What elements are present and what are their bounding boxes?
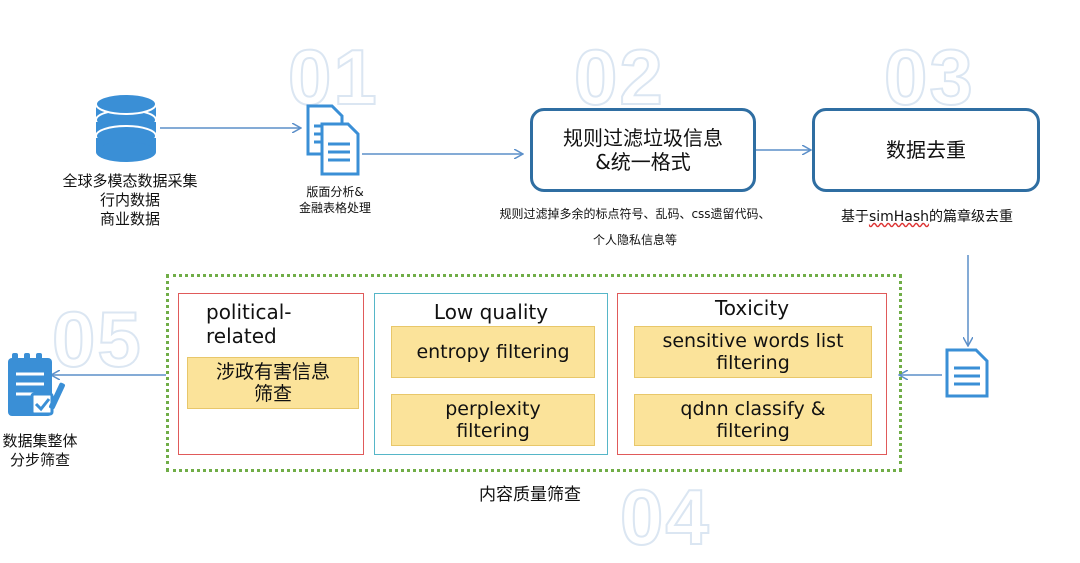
qdnn-classify-item: qdnn classify & filtering [634, 394, 872, 446]
source-line3: 商业数据 [99, 210, 160, 228]
political-item-line1: 涉政有害信息 [215, 361, 330, 383]
source-label: 全球多模态数据采集 行内数据 商业数据 [40, 172, 220, 229]
documents-icon [306, 104, 360, 176]
low-quality-panel: Low quality entropy filtering perplexity… [374, 293, 608, 455]
final-label: 数据集整体 分步筛查 [0, 432, 80, 470]
step-number-01: 01 [287, 33, 379, 121]
perplexity-line2: filtering [456, 420, 530, 442]
dedup-desc-suffix: 的篇章级去重 [929, 209, 1014, 225]
rule-filter-desc-line1: 规则过滤掉多余的标点符号、乱码、css遗留代码、 [499, 207, 771, 221]
qdnn-line2: filtering [716, 420, 790, 442]
layout-step-line2: 金融表格处理 [298, 201, 371, 215]
step-number-05: 05 [51, 295, 143, 383]
dedup-desc-term: simHash [868, 209, 930, 225]
sensitive-words-item: sensitive words list filtering [634, 326, 872, 378]
political-title-line1: political- [206, 300, 292, 324]
political-item: 涉政有害信息 筛查 [187, 357, 359, 409]
rule-filter-desc-line2: 个人隐私信息等 [592, 233, 677, 247]
rule-filter-box: 规则过滤垃圾信息 &统一格式 [530, 108, 756, 192]
toxicity-title: Toxicity [714, 296, 790, 320]
checklist-icon [8, 353, 65, 416]
dedup-desc: 基于simHash的篇章级去重 [812, 206, 1042, 226]
rule-filter-desc: 规则过滤掉多余的标点符号、乱码、css遗留代码、 个人隐私信息等 [455, 201, 815, 253]
source-line1: 全球多模态数据采集 [62, 172, 198, 190]
final-line1: 数据集整体 [2, 432, 78, 450]
source-line2: 行内数据 [99, 191, 160, 209]
dedup-desc-prefix: 基于 [840, 209, 869, 225]
dedup-box: 数据去重 [812, 108, 1040, 192]
sensitive-words-line2: filtering [716, 352, 790, 374]
political-panel: political- related 涉政有害信息 筛查 [178, 293, 364, 455]
document-icon [945, 348, 989, 398]
low-quality-title: Low quality [433, 300, 549, 324]
sensitive-words-line1: sensitive words list [662, 330, 844, 352]
step-number-04: 04 [619, 473, 711, 561]
political-title: political- related [206, 300, 291, 348]
step-number-03: 03 [883, 33, 975, 121]
rule-filter-line1: 规则过滤垃圾信息 [563, 126, 723, 150]
political-item-line2: 筛查 [253, 383, 292, 405]
perplexity-filter-item: perplexity filtering [391, 394, 595, 446]
final-line2: 分步筛查 [9, 451, 70, 469]
rule-filter-line2: &统一格式 [595, 150, 691, 174]
layout-step-line1: 版面分析& [306, 185, 364, 199]
political-title-line2: related [206, 324, 277, 348]
entropy-filter-item: entropy filtering [391, 326, 595, 378]
step-number-02: 02 [573, 33, 665, 121]
dedup-label: 数据去重 [886, 138, 966, 162]
database-icon [95, 93, 157, 162]
perplexity-line1: perplexity [445, 398, 541, 420]
content-filter-caption: 内容质量筛查 [479, 485, 581, 505]
qdnn-line1: qdnn classify & [680, 398, 826, 420]
content-filter-group [166, 274, 902, 472]
layout-step-label: 版面分析& 金融表格处理 [270, 184, 400, 216]
toxicity-panel: Toxicity sensitive words list filtering … [617, 293, 887, 455]
